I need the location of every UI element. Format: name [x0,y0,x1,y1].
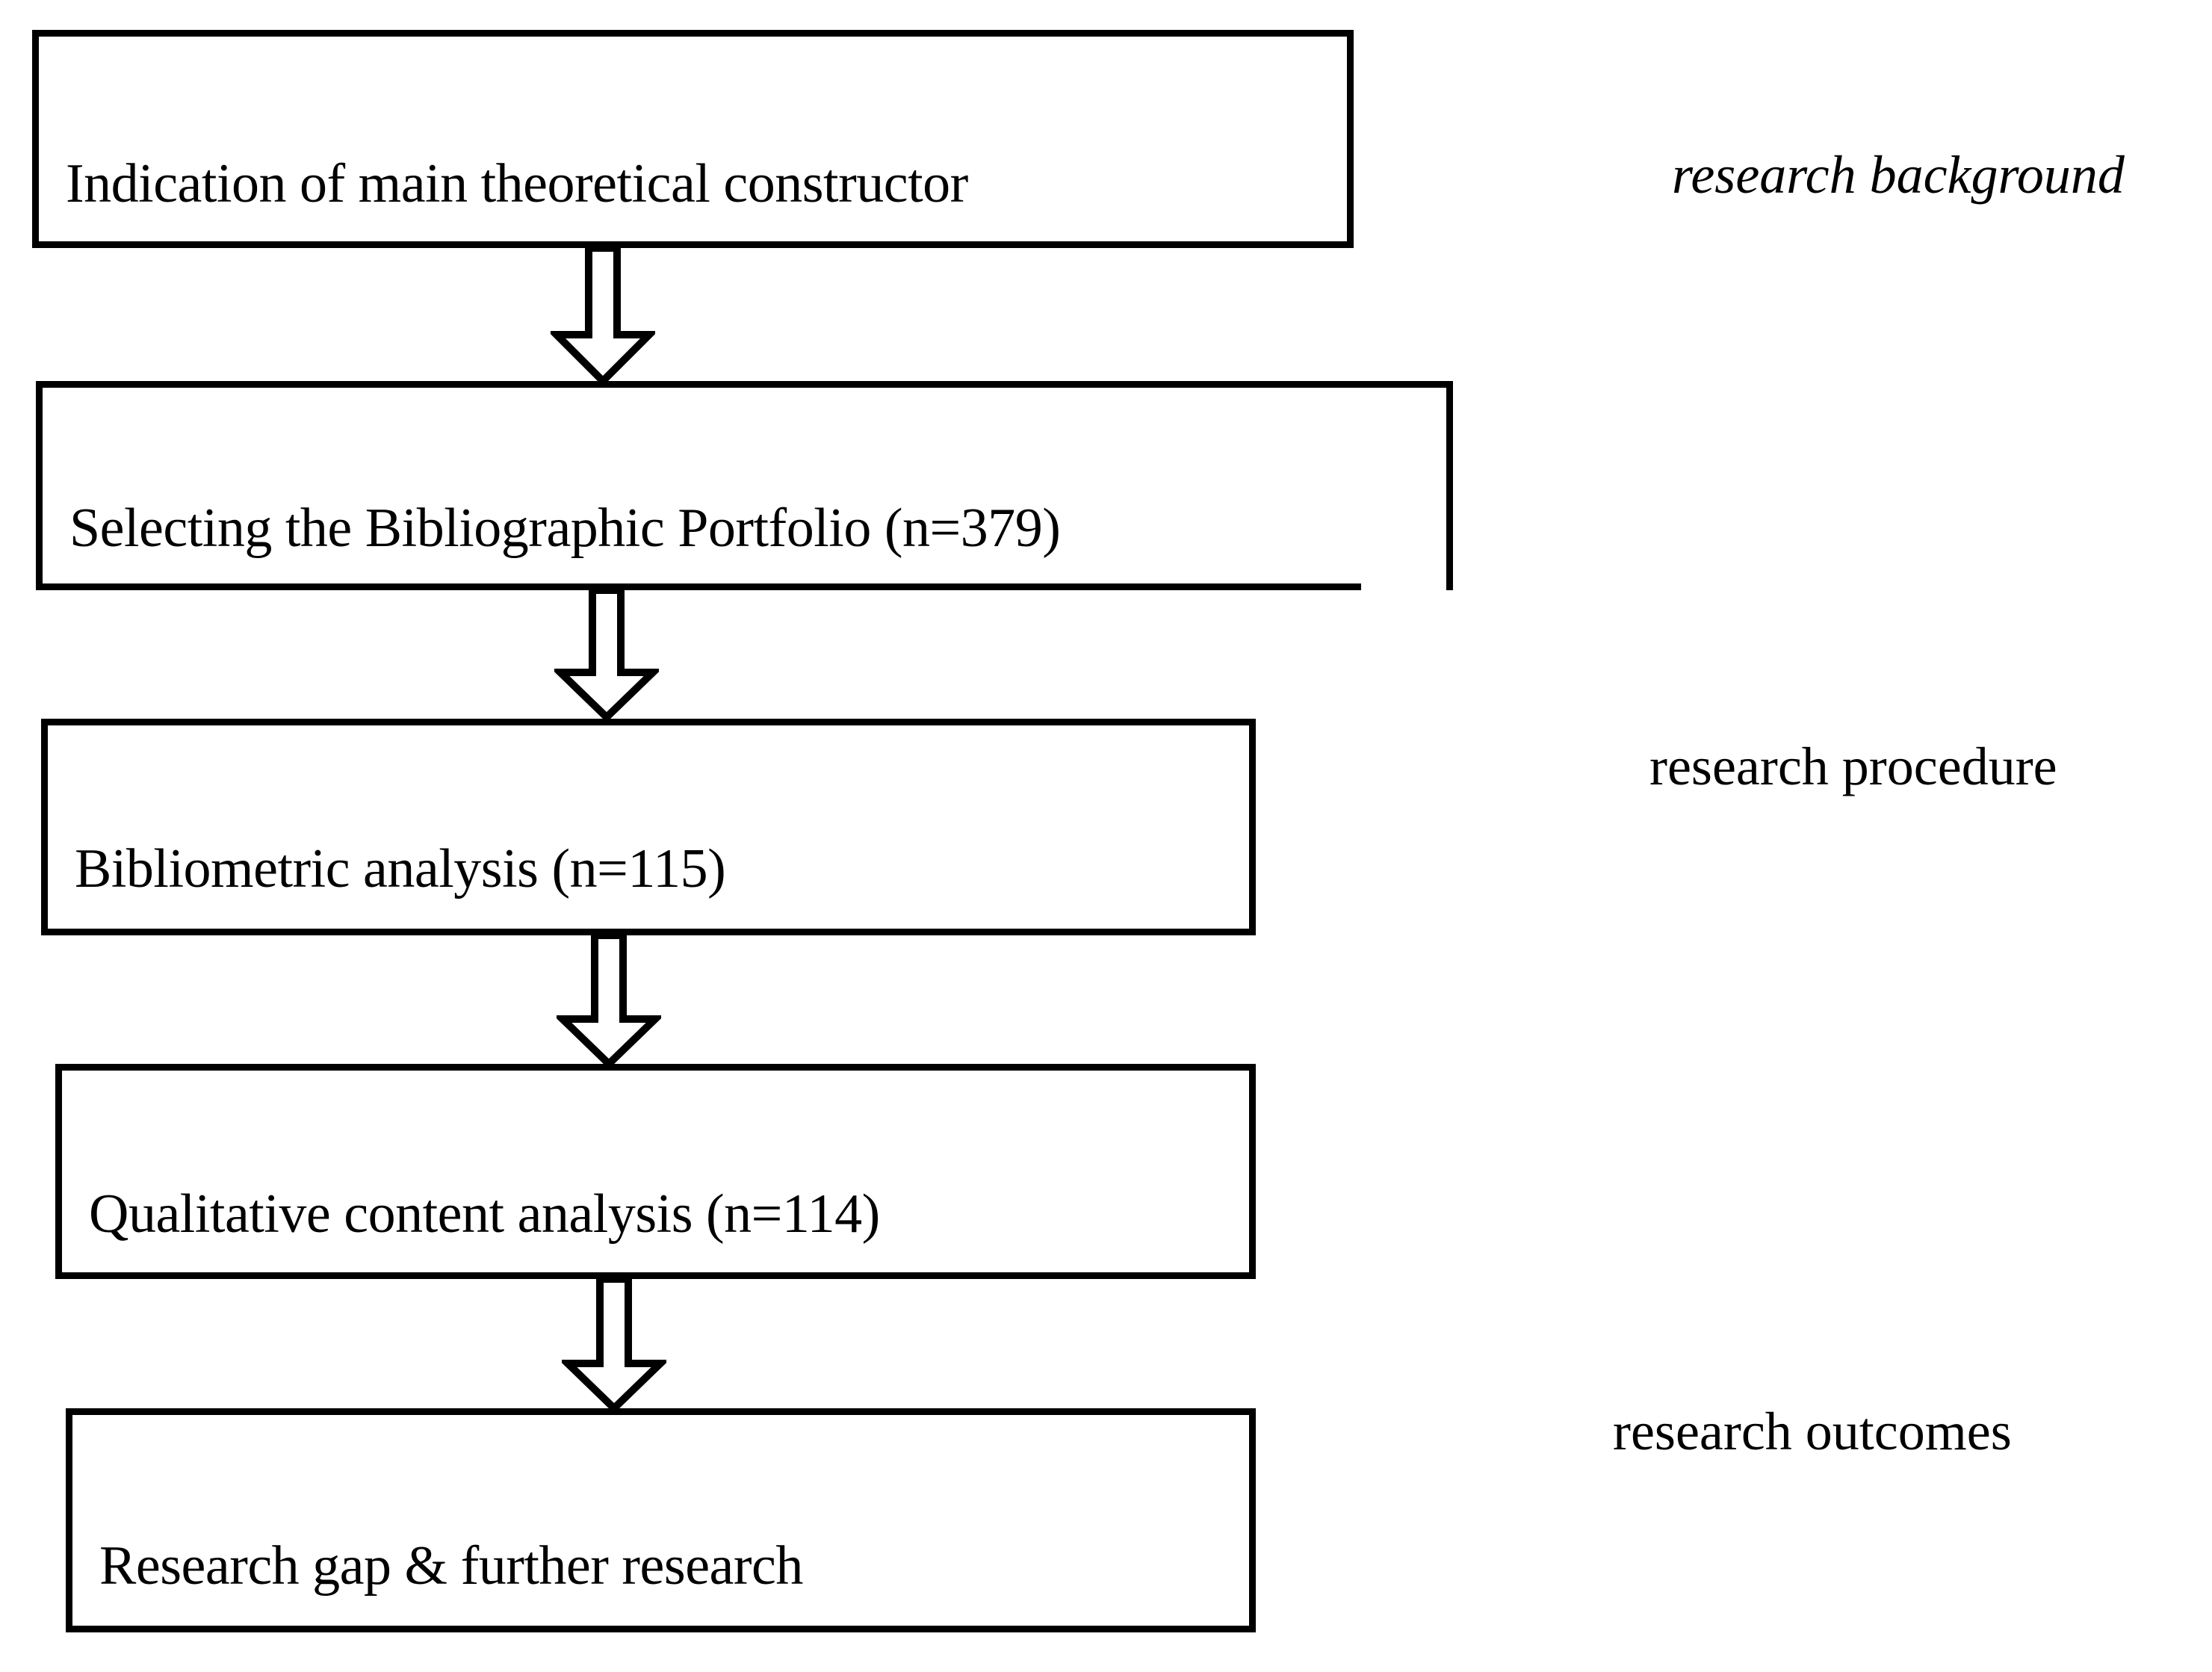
box-2-border-artifact [1361,583,1446,590]
down-block-arrow-icon-2 [554,590,659,719]
flow-step-box-2[interactable]: Selecting the Bibliographic Portfolio (n… [36,381,1453,590]
down-block-arrow-icon-1 [551,248,655,383]
stage-label-research-outcomes: research outcomes [1613,1402,2012,1461]
flow-step-label-1: Indication of main theoretical construct… [66,153,968,214]
down-block-arrow-icon-4 [562,1279,666,1410]
flow-step-box-5[interactable]: Research gap & further research [66,1408,1256,1632]
stage-label-research-background: research background [1672,145,2125,205]
flow-step-label-4: Qualitative content analysis (n=114) [89,1183,880,1245]
flow-step-box-4[interactable]: Qualitative content analysis (n=114) [55,1064,1256,1279]
flow-step-label-3: Bibliometric analysis (n=115) [75,838,726,900]
flow-step-box-1[interactable]: Indication of main theoretical construct… [32,30,1354,248]
flow-step-box-3[interactable]: Bibliometric analysis (n=115) [41,719,1256,935]
flow-step-label-2: Selecting the Bibliographic Portfolio (n… [69,498,1061,559]
stage-label-research-procedure: research procedure [1649,737,2057,796]
flow-step-label-5: Research gap & further research [99,1535,803,1597]
down-block-arrow-icon-3 [557,935,661,1065]
